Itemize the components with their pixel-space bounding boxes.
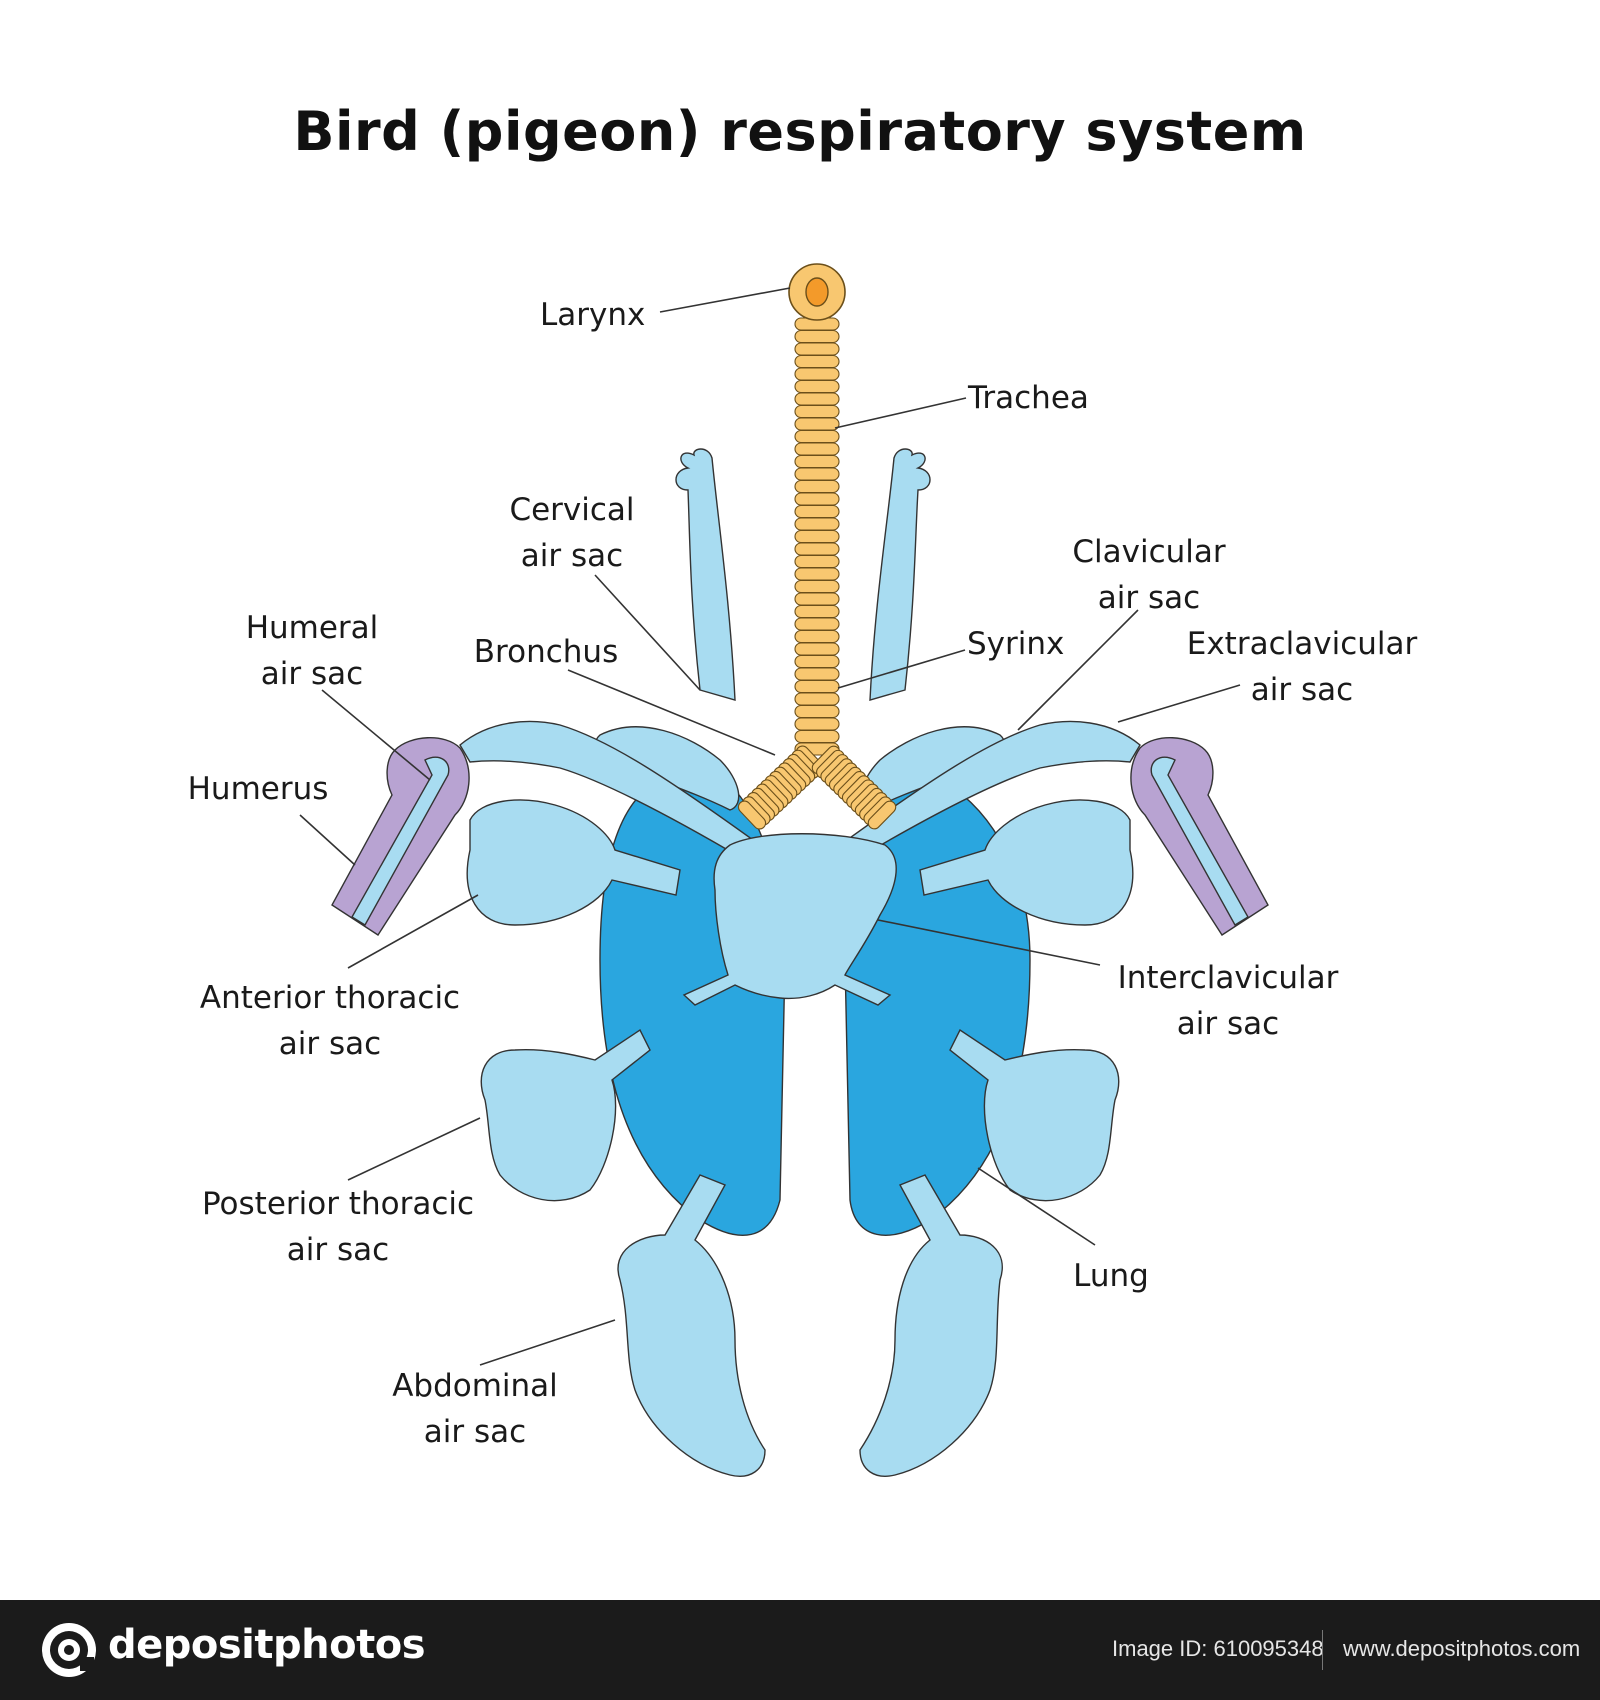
right-posterior-thoracic-air-sac <box>949 1028 1120 1202</box>
extraclavicular-air-sac-leader <box>1117 684 1241 723</box>
trachea-ring <box>794 329 840 344</box>
interclavicular-air-sac-leader <box>877 919 1101 966</box>
humeral-air-sac-leader <box>321 689 431 781</box>
image-id: Image ID: 610095348 <box>1112 1636 1324 1661</box>
label-extraclavicular-line2: air sac <box>1251 672 1353 708</box>
trachea-ring <box>794 729 840 744</box>
right-humeral-air-sac <box>1150 756 1249 926</box>
label-posterior-thoracic-line1: Posterior thoracic <box>202 1186 474 1222</box>
label-humeral-line1: Humeral <box>246 610 379 646</box>
trachea-ring <box>794 517 840 531</box>
trachea-ring <box>794 542 840 556</box>
trachea-ring <box>794 367 840 381</box>
trachea-ring <box>794 629 840 644</box>
trachea-ring <box>794 379 840 394</box>
site-url[interactable]: www.depositphotos.com <box>1343 1636 1581 1661</box>
label-anterior-thoracic-line2: air sac <box>279 1026 381 1062</box>
trachea-ring <box>794 504 840 519</box>
label-clavicular-line1: Clavicular <box>1072 534 1226 570</box>
label-humeral-line2: air sac <box>261 656 363 692</box>
label-cervical-line1: Cervical <box>509 492 634 528</box>
larynx-leader <box>659 287 791 313</box>
label-anterior-thoracic-line1: Anterior thoracic <box>200 980 460 1016</box>
label-cervical-line2: air sac <box>521 538 623 574</box>
clavicular-air-sac-leader <box>1017 609 1139 731</box>
interclavicular-air-sac <box>682 833 897 1006</box>
humerus-leader <box>299 814 356 866</box>
trachea-ring <box>794 592 840 606</box>
abdominal-air-sac-leader <box>479 1319 616 1366</box>
left-posterior-thoracic-air-sac <box>480 1028 651 1202</box>
footer-bar: depositphotos Image ID: 610095348 www.de… <box>0 1600 1600 1700</box>
diagram-title: Bird (pigeon) respiratory system <box>293 100 1307 163</box>
trachea-ring <box>794 679 840 694</box>
respiratory-system-illustration: Larynx Trachea Cervical air sac Clavicul… <box>188 263 1418 1477</box>
left-humeral-air-sac <box>351 756 450 926</box>
trachea-ring <box>794 654 840 669</box>
trachea-ring <box>794 454 840 469</box>
label-interclavicular-line2: air sac <box>1177 1006 1279 1042</box>
trachea-ring <box>794 667 840 681</box>
syrinx-leader <box>837 649 966 689</box>
label-lung: Lung <box>1073 1258 1149 1294</box>
label-extraclavicular-line1: Extraclavicular <box>1187 626 1418 662</box>
logo-wordmark: depositphotos <box>108 1622 426 1668</box>
trachea-ring <box>794 704 840 719</box>
trachea-ring <box>794 717 840 731</box>
label-abdominal-line1: Abdominal <box>392 1368 558 1404</box>
label-bronchus: Bronchus <box>474 634 618 670</box>
right-bronchus-ring <box>867 800 897 830</box>
trachea-ring <box>794 342 840 356</box>
left-bronchus-ring <box>737 800 767 830</box>
trachea-ring <box>794 404 840 419</box>
trachea-ring <box>794 642 840 656</box>
trachea-leader <box>834 397 967 429</box>
left-cervical-air-sac <box>675 448 736 701</box>
label-humerus: Humerus <box>188 771 329 807</box>
bronchus-leader <box>567 669 776 756</box>
trachea-ring <box>794 492 840 506</box>
left-abdominal-air-sac <box>617 1174 766 1477</box>
trachea-ring <box>794 467 840 481</box>
trachea-ring <box>794 479 840 494</box>
trachea-ring <box>794 554 840 569</box>
trachea-ring <box>794 442 840 456</box>
trachea-ring <box>794 354 840 369</box>
label-syrinx: Syrinx <box>967 626 1064 662</box>
trachea-ring <box>794 392 840 406</box>
label-posterior-thoracic-line2: air sac <box>287 1232 389 1268</box>
trachea-ring <box>794 579 840 594</box>
posterior-thoracic-air-sac-leader <box>347 1117 481 1181</box>
trachea-ring <box>794 567 840 581</box>
label-abdominal-line2: air sac <box>424 1414 526 1450</box>
trachea-ring <box>794 692 840 706</box>
footer-divider <box>1322 1630 1323 1670</box>
trachea-ring <box>794 429 840 444</box>
trachea-ring <box>794 617 840 631</box>
label-trachea: Trachea <box>967 380 1089 416</box>
label-larynx: Larynx <box>540 297 645 333</box>
right-abdominal-air-sac <box>859 1174 1003 1477</box>
label-interclavicular-line1: Interclavicular <box>1118 960 1339 996</box>
larynx-opening <box>805 277 829 307</box>
lung-leader <box>977 1167 1096 1246</box>
left-anterior-thoracic-air-sac <box>466 799 681 926</box>
trachea-ring <box>794 529 840 544</box>
right-anterior-thoracic-air-sac <box>919 799 1134 926</box>
right-cervical-air-sac <box>869 448 931 701</box>
cervical-air-sac-leader <box>594 574 701 691</box>
bronchi <box>737 745 897 830</box>
trachea-ring <box>794 604 840 619</box>
trachea <box>794 317 840 756</box>
label-clavicular-line2: air sac <box>1098 580 1200 616</box>
trachea-ring <box>794 417 840 431</box>
depositphotos-logo-icon <box>42 1623 96 1677</box>
anterior-thoracic-air-sac-leader <box>347 894 479 969</box>
